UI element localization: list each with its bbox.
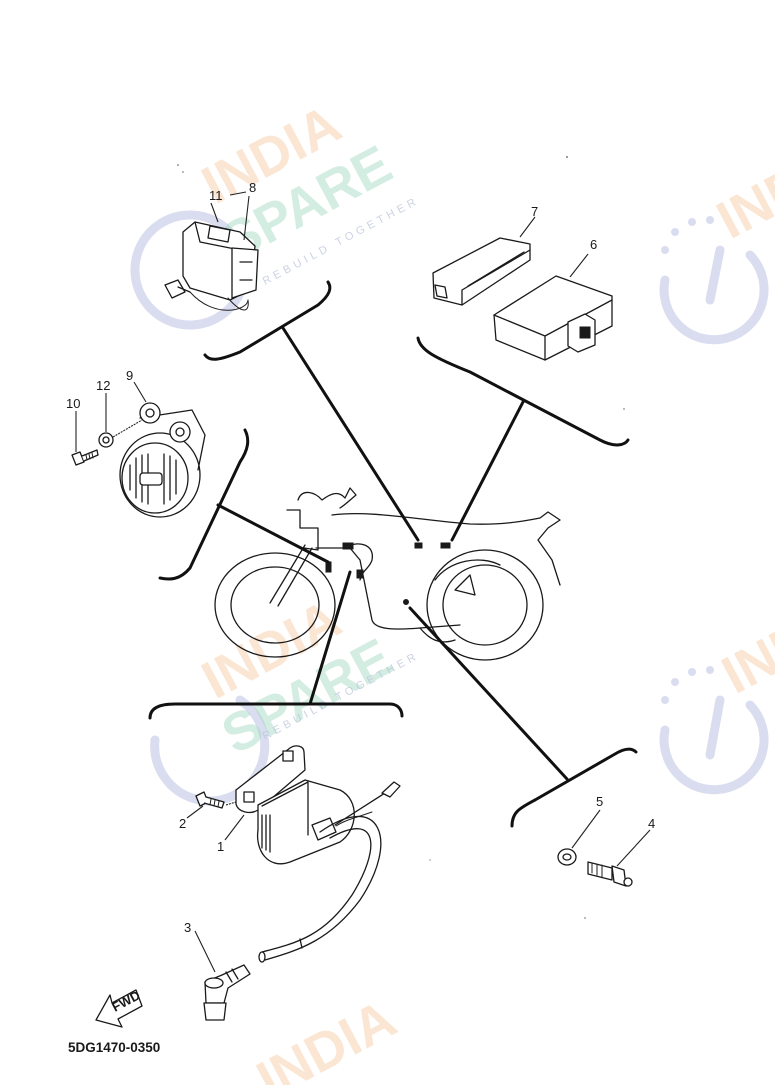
ecu-group-leader (450, 400, 525, 542)
watermark-india-text: INDIA (707, 129, 775, 251)
group-connectors (148, 280, 638, 828)
spark-plug-cap[interactable]: 3 (184, 920, 251, 1021)
coil-group-leader (308, 570, 352, 706)
horn-group-bracket (158, 428, 250, 581)
callout-7: 7 (531, 204, 538, 219)
watermark-logo-icon (659, 250, 769, 345)
callout-4: 4 (648, 816, 655, 831)
watermark-right-top: INDIA (659, 129, 775, 345)
diagram-code: 5DG1470-0350 (68, 1040, 160, 1055)
watermark-logo-icon (659, 700, 769, 795)
cdi-cover[interactable]: 7 (432, 204, 538, 306)
washer-5 (557, 848, 577, 866)
horn-grille (129, 453, 177, 505)
callout-8: 8 (249, 180, 256, 195)
relay-group-leader (281, 326, 420, 542)
watermark-logo-icon (150, 695, 270, 806)
watermark-india-text: INDIA (712, 584, 775, 706)
ignition-coil-assembly[interactable]: 2 1 (179, 745, 401, 963)
watermark-india-text: INDIA (247, 989, 405, 1085)
switch-4 (587, 861, 613, 881)
callout-2: 2 (179, 816, 186, 831)
callout-6: 6 (590, 237, 597, 252)
callout-1: 1 (217, 839, 224, 854)
switch-group-leader (408, 606, 569, 781)
horn-group-leader (216, 503, 330, 564)
relay-group-bracket (203, 280, 332, 361)
neutral-switch-assembly[interactable]: 5 4 (557, 794, 655, 887)
callout-11: 11 (209, 188, 223, 203)
watermark-bottom: INDIA (247, 989, 405, 1085)
callout-12: 12 (96, 378, 110, 393)
callout-5: 5 (596, 794, 603, 809)
ecu-group-bracket (416, 336, 630, 447)
washer-12 (98, 432, 114, 448)
watermark-right-bottom: INDIA (659, 584, 775, 795)
cdi-unit[interactable]: 6 (493, 237, 613, 361)
switch-group-bracket (510, 747, 638, 828)
horn-assembly[interactable]: 10 12 9 (66, 368, 206, 518)
callout-9: 9 (126, 368, 133, 383)
callout-3: 3 (184, 920, 191, 935)
motorcycle-silhouette (214, 487, 561, 661)
forward-direction-arrow-icon: FWD (95, 988, 143, 1028)
callout-10: 10 (66, 396, 80, 411)
bolt-10 (71, 451, 85, 466)
relay-assembly[interactable]: 11 8 (164, 180, 259, 311)
scan-artifacts (177, 156, 625, 919)
coil-group-bracket (148, 702, 404, 720)
